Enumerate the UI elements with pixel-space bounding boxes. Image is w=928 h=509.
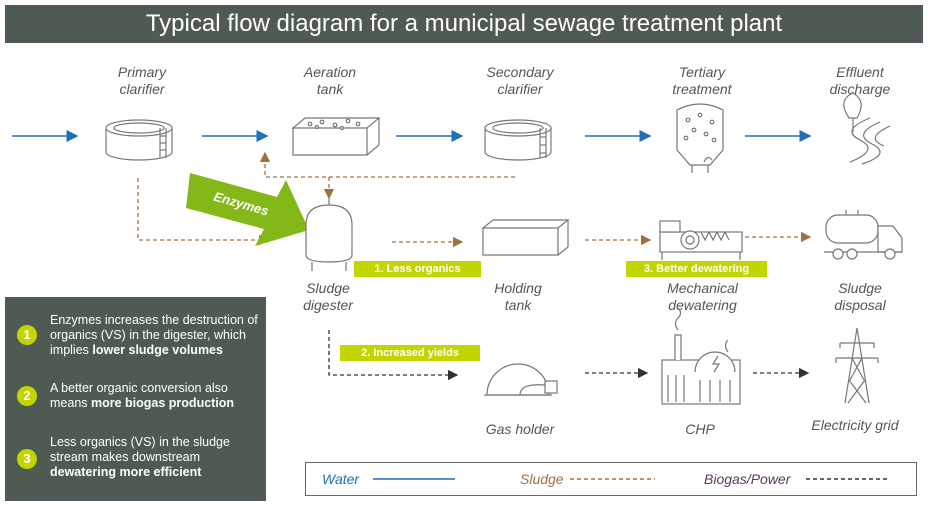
sludge-disposal-truck-icon [824,210,903,260]
info-point-2: A better organic conversion also means m… [50,381,235,410]
effluent-discharge-icon [843,92,891,165]
enzymes-arrow: Enzymes [186,173,309,246]
tag-better-dewatering: 3. Better dewatering [626,261,767,277]
holding-tank-icon [481,219,570,256]
mechanical-dewatering-icon [659,220,743,260]
electricity-pylon-icon [835,327,879,404]
info-point-1: Enzymes increases the destruction of org… [50,313,258,357]
sludge-digester-icon [305,198,353,271]
info-point-3: Less organics (VS) in the sludge stream … [50,435,230,479]
info-number-3: 3 [17,449,37,469]
page-title: Typical flow diagram for a municipal sew… [5,5,923,43]
primary-clarifier-icon [105,119,173,161]
tertiary-treatment-icon [676,103,724,173]
label-gas-holder: Gas holder [485,421,555,437]
legend-sludge: Sludge [520,471,564,487]
info-panel: 1 Enzymes increases the destruction of o… [5,297,266,501]
legend-water: Water [322,471,360,487]
legend-biogas-power: Biogas/Power [704,471,791,487]
gas-holder-icon [484,363,558,396]
biogas-flow-arrows [328,330,810,381]
chp-plant-icon [661,307,741,405]
info-number-2: 2 [17,386,37,406]
info-number-1: 1 [17,325,37,345]
tag-increased-yields: 2. Increased yields [340,345,480,361]
aeration-tank-icon [291,117,381,156]
tag-less-organics: 1. Less organics [354,261,481,277]
label-chp: CHP [685,421,715,437]
sludge-flow-arrows [137,151,812,248]
label-electricity-grid: Electricity grid [811,417,899,433]
secondary-clarifier-icon [484,119,552,161]
legend: Water Sludge Biogas/Power [305,462,917,496]
